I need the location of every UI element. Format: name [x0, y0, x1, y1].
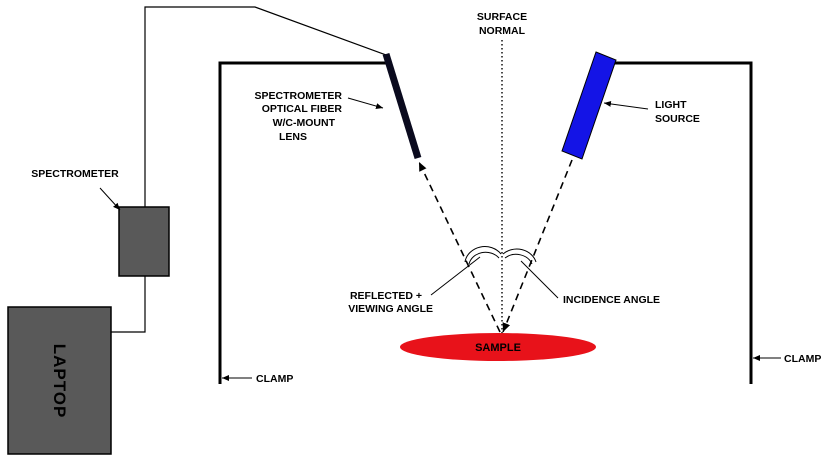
laptop-label: LAPTOP: [50, 344, 69, 419]
sample-label: SAMPLE: [475, 342, 521, 354]
light-source-label-2: SOURCE: [655, 113, 700, 125]
spectrometer-arrow: [99, 187, 121, 211]
incidence-angle-arc-inner: [504, 253, 533, 265]
incident-ray: [502, 159, 573, 333]
usb-cable: [110, 276, 146, 333]
clamp-frame: [218, 61, 386, 384]
light-source-arrow: [603, 100, 649, 110]
clamp-right-label: CLAMP: [784, 353, 821, 365]
reflected-angle-leader: [430, 256, 481, 296]
fiber-cable: [144, 6, 387, 207]
reflected-label-1: REFLECTED +: [350, 290, 422, 302]
reflected-angle-arc-inner: [468, 251, 500, 265]
fiber-label-2: OPTICAL FIBER: [262, 103, 343, 115]
fiber-label-3: W/C-MOUNT: [273, 117, 336, 129]
clamp-left-label: CLAMP: [256, 373, 293, 385]
fiber-label-4: LENS: [279, 131, 307, 143]
reflected-ray: [418, 161, 501, 333]
fiber-arrow: [347, 97, 384, 109]
incidence-angle-leader: [520, 260, 559, 299]
clamp-frame-right: [612, 61, 753, 384]
spectrometer-box: [118, 206, 170, 277]
fiber-label-1: SPECTROMETER: [254, 90, 342, 102]
surface-normal-label-1: SURFACE: [477, 11, 527, 23]
surface-normal-label-2: NORMAL: [479, 25, 526, 37]
light-source: [561, 51, 617, 160]
laptop: [7, 306, 112, 455]
spectrometer-label: SPECTROMETER: [31, 168, 119, 180]
incidence-angle-arc-outer: [502, 248, 537, 263]
spectrometer-fiber: [382, 52, 422, 160]
reflected-label-2: VIEWING ANGLE: [348, 303, 433, 315]
light-source-label-1: LIGHT: [655, 99, 687, 111]
incidence-angle-label: INCIDENCE ANGLE: [563, 294, 660, 306]
reflected-angle-arc-outer: [464, 246, 502, 263]
sample-disc: [400, 333, 596, 361]
